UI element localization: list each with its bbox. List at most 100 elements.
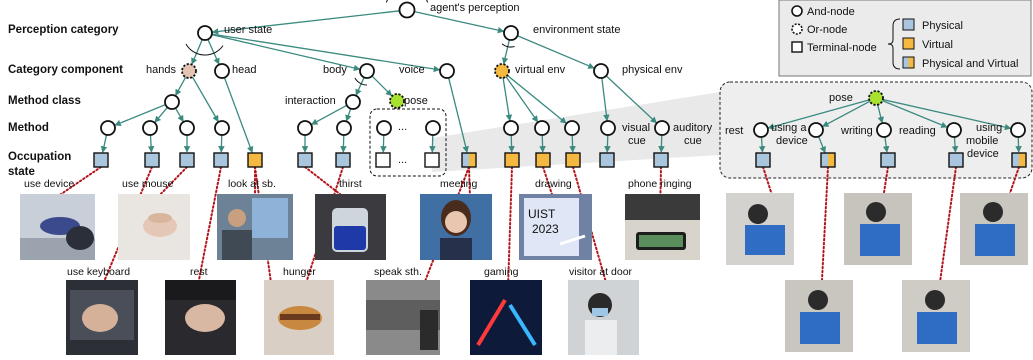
photo-pose-reading — [902, 280, 970, 352]
edge-penv-m11 — [605, 75, 657, 124]
edge-hmid-m1 — [114, 104, 166, 126]
and-node-pm1 — [376, 120, 392, 136]
pose-detail-using-device-1: using a — [771, 122, 807, 134]
terminal-half-d5t — [1019, 153, 1026, 167]
terminal-node-t3 — [179, 152, 195, 168]
component-hands: hands — [146, 64, 176, 76]
terminal-node-d4t — [948, 152, 964, 168]
component-voice: voice — [399, 64, 425, 76]
photo-pose-rest — [726, 193, 794, 265]
edge-d1-d1t — [758, 136, 766, 153]
edge-hmid-m3 — [174, 107, 184, 123]
caption-thirst: thirst — [339, 178, 362, 190]
terminal-node-d1t — [755, 152, 771, 168]
and-node-user — [197, 25, 213, 41]
and-node-m4 — [214, 120, 230, 136]
edge-m1-t1 — [100, 134, 108, 153]
row-label-category-component: Category component — [8, 64, 123, 76]
terminal-half-d2t — [828, 153, 835, 167]
tree-edges — [100, 0, 1022, 154]
photo-hunger — [264, 280, 334, 355]
tree-nodes — [93, 1, 1027, 168]
caption-look-at-sb: look at sb. — [228, 178, 276, 190]
or-node-dpose — [868, 90, 884, 106]
and-node-d5 — [1010, 122, 1026, 138]
method-auditory-cue-line2: cue — [684, 135, 702, 147]
terminal-node-t13 — [653, 152, 669, 168]
method-ellipsis-1: ... — [398, 121, 407, 133]
physical-swatch — [902, 18, 915, 31]
edge-body-inter — [355, 77, 365, 96]
category-environment-state: environment state — [533, 24, 620, 36]
caption-use-mouse: use mouse — [122, 178, 174, 190]
photo-link-6 — [304, 166, 346, 199]
edge-d5-d5t — [1015, 136, 1022, 153]
category-user-state: user state — [224, 24, 272, 36]
edge-venv-m8 — [505, 76, 539, 123]
edge-dpose-d3 — [877, 104, 884, 124]
photo-pose-using-a-device — [785, 280, 853, 352]
and-node-body — [359, 63, 375, 79]
edge-user-body — [211, 33, 361, 72]
edge-env-venv — [501, 39, 511, 65]
edge-body-pose — [371, 75, 393, 97]
and-node-m2 — [142, 120, 158, 136]
edge-m2-t2 — [147, 134, 155, 153]
and-arc-user — [185, 43, 224, 56]
legend-brace — [887, 18, 901, 70]
legend-terminal-node: Terminal-node — [807, 42, 877, 54]
and-node-m3 — [179, 120, 195, 136]
method-auditory-cue-line1: auditory — [673, 122, 713, 134]
and-arc-body — [354, 77, 368, 86]
pose-detail-rest: rest — [725, 125, 743, 137]
method-visual-cue-line1: visual — [622, 122, 650, 134]
virtual-swatch — [902, 37, 915, 50]
terminal-half-t8 — [469, 153, 476, 167]
component-virtual-env: virtual env — [515, 64, 566, 76]
edge-user-head — [207, 39, 220, 65]
edge-hands-m4 — [191, 76, 219, 123]
and-node-head — [214, 63, 230, 79]
photo-link-9 — [468, 166, 471, 199]
edge-m9-t11 — [569, 134, 576, 153]
method-ellipsis-2: ... — [398, 154, 407, 166]
edge-m6-t7 — [340, 134, 347, 153]
method-class-pose: pose — [404, 95, 428, 107]
terminal-node-t2 — [144, 152, 160, 168]
photo-use-device — [20, 194, 95, 260]
terminal-node-t9 — [504, 152, 520, 168]
legend: And-node Or-node Terminal-node Physical … — [778, 0, 1032, 77]
and-node-m1 — [100, 120, 116, 136]
photo-rest — [165, 280, 236, 355]
edge-m7-t9 — [508, 134, 515, 153]
and-node-m6 — [336, 120, 352, 136]
photo-visitor-at-door — [568, 280, 639, 355]
pose-detail-using-mobile-2: mobile — [966, 135, 998, 147]
and-node-m11 — [654, 120, 670, 136]
and-node-m10 — [600, 120, 616, 136]
method-visual-cue-line2: cue — [628, 135, 646, 147]
edge-m8-t10 — [539, 134, 546, 153]
edge-d2-d2t — [817, 136, 826, 154]
row-label-occupation: Occupation — [8, 151, 71, 163]
edge-dpose-d1 — [767, 99, 870, 130]
photo-thirst — [315, 194, 386, 260]
edge-voice-t8 — [448, 77, 469, 153]
edge-inter-m6 — [345, 108, 352, 122]
edge-root-user — [211, 10, 401, 35]
photo-link-3 — [195, 166, 222, 296]
edge-dpose-d5 — [882, 98, 1012, 131]
photo-grid: UIST 2023 — [20, 193, 1028, 355]
edge-d4-d4t — [951, 136, 959, 153]
pose-detail-using-mobile-1: using — [976, 122, 1002, 134]
and-node-m7 — [503, 120, 519, 136]
edge-venv-m9 — [507, 74, 567, 124]
terminal-node-t1 — [93, 152, 109, 168]
terminal-node-tb1 — [375, 152, 391, 168]
photo-use-keyboard — [66, 280, 138, 355]
photo-link-15 — [821, 166, 829, 281]
photo-pose-using-mobile-device — [960, 193, 1028, 265]
edge-root-env — [413, 10, 505, 34]
and-node-pm2 — [425, 120, 441, 136]
edge-head-t5 — [223, 77, 254, 154]
